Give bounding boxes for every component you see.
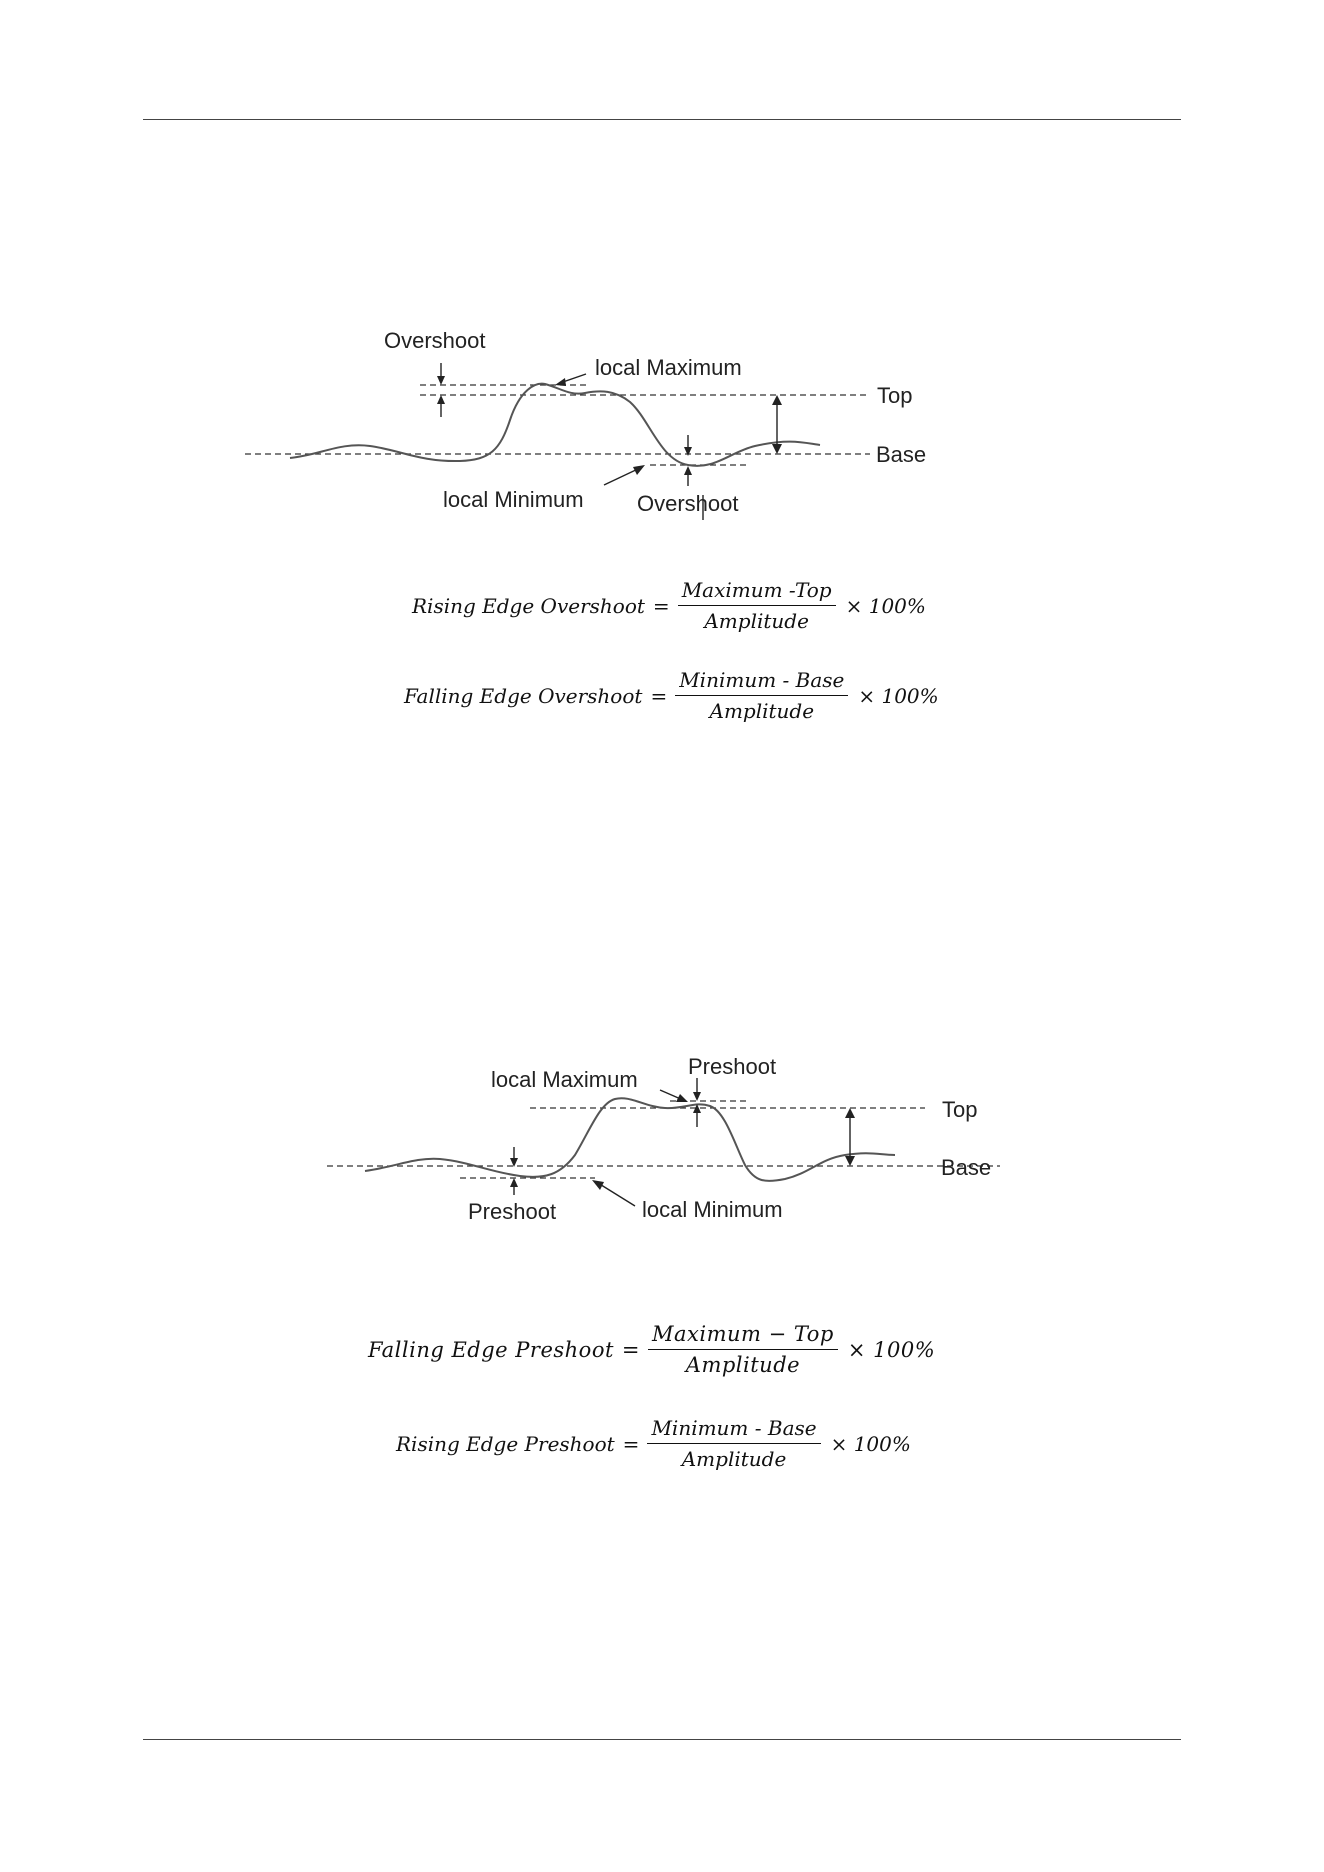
overshoot-bottom-arrow-down-head xyxy=(684,447,692,456)
overshoot-arrow-up-head xyxy=(437,395,445,404)
rising-edge-overshoot-formula: Rising Edge Overshoot = Maximum -Top Amp… xyxy=(412,578,926,633)
formula-lhs: Rising Edge Preshoot xyxy=(396,1431,615,1456)
local-maximum-pointer-head xyxy=(555,378,566,386)
overshoot-bottom-arrow-up-head xyxy=(684,466,692,475)
formula-lhs: Falling Edge Overshoot xyxy=(404,683,643,708)
base-label: Base xyxy=(876,442,926,467)
falling-edge-preshoot-formula: Falling Edge Preshoot = Maximum − Top Am… xyxy=(368,1322,935,1377)
formula-multiplier: × 100% xyxy=(845,593,926,618)
formula-denominator: Amplitude xyxy=(681,1447,787,1471)
preshoot-label: Preshoot xyxy=(688,1054,776,1079)
formula-fraction: Maximum − Top Amplitude xyxy=(648,1322,838,1377)
footer-rule xyxy=(143,1739,1181,1740)
preshoot-diagram: Preshoot local Maximum Top Base Preshoot… xyxy=(327,1054,1000,1224)
local-minimum-label: local Minimum xyxy=(642,1197,783,1222)
formula-equals: = xyxy=(650,683,668,708)
preshoot-bottom-label: Preshoot xyxy=(468,1199,556,1224)
formula-lhs: Falling Edge Preshoot xyxy=(368,1337,614,1362)
formula-multiplier: × 100% xyxy=(858,683,939,708)
local-minimum-pointer-head xyxy=(633,465,645,475)
overshoot-diagram: Overshoot local Maximum Top Base local M… xyxy=(245,328,926,520)
amplitude-arrow-bottom-head xyxy=(845,1156,855,1166)
top-label: Top xyxy=(877,383,912,408)
local-minimum-label: local Minimum xyxy=(443,487,584,512)
header-rule xyxy=(143,119,1181,120)
formula-numerator: Maximum -Top xyxy=(677,578,836,606)
preshoot-bottom-arrow-up-head xyxy=(510,1178,518,1187)
base-label: Base xyxy=(941,1155,991,1180)
formula-denominator: Amplitude xyxy=(709,699,815,723)
rising-edge-preshoot-formula: Rising Edge Preshoot = Minimum - Base Am… xyxy=(396,1416,911,1471)
formula-denominator: Amplitude xyxy=(685,1353,801,1377)
formula-equals: = xyxy=(652,593,670,618)
falling-edge-overshoot-formula: Falling Edge Overshoot = Minimum - Base … xyxy=(404,668,939,723)
overshoot-arrow-down-head xyxy=(437,376,445,385)
preshoot-arrow-up-head xyxy=(693,1104,701,1113)
preshoot-bottom-arrow-down-head xyxy=(510,1158,518,1167)
overshoot-bottom-label: Overshoot xyxy=(637,491,739,516)
formula-fraction: Minimum - Base Amplitude xyxy=(675,668,849,723)
signal-waveform xyxy=(289,382,821,467)
formula-numerator: Minimum - Base xyxy=(647,1416,821,1444)
top-label: Top xyxy=(942,1097,977,1122)
formula-fraction: Maximum -Top Amplitude xyxy=(677,578,836,633)
formula-multiplier: × 100% xyxy=(847,1337,936,1362)
formula-numerator: Minimum - Base xyxy=(675,668,849,696)
local-maximum-pointer-head xyxy=(676,1094,688,1102)
signal-waveform xyxy=(364,1097,896,1182)
amplitude-arrow-bottom-head xyxy=(772,444,782,454)
formula-lhs: Rising Edge Overshoot xyxy=(412,593,645,618)
formula-denominator: Amplitude xyxy=(704,609,809,633)
formula-numerator: Maximum − Top xyxy=(648,1322,838,1350)
amplitude-arrow-top-head xyxy=(845,1108,855,1118)
formula-equals: = xyxy=(622,1431,640,1456)
local-maximum-label: local Maximum xyxy=(595,355,742,380)
preshoot-arrow-down-head xyxy=(693,1092,701,1101)
local-minimum-pointer xyxy=(597,1182,636,1207)
overshoot-label: Overshoot xyxy=(384,328,486,353)
local-minimum-pointer-head xyxy=(592,1180,604,1190)
local-maximum-label: local Maximum xyxy=(491,1067,638,1092)
formula-multiplier: × 100% xyxy=(830,1431,911,1456)
formula-fraction: Minimum - Base Amplitude xyxy=(647,1416,821,1471)
amplitude-arrow-top-head xyxy=(772,395,782,405)
local-minimum-pointer xyxy=(603,467,641,486)
formula-equals: = xyxy=(621,1337,641,1362)
